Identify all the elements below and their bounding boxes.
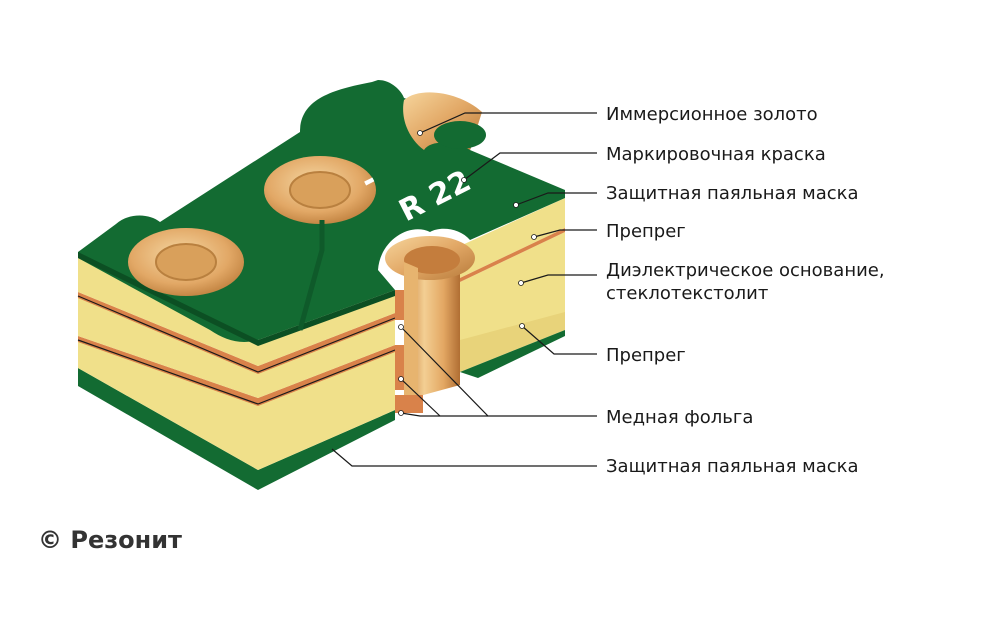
labels: Иммерсионное золото Маркировочная краска… [606, 104, 885, 477]
via-hole-opening [404, 246, 460, 274]
via-copper-strip-2 [395, 345, 405, 390]
label-prepreg-top: Препрег [606, 221, 686, 242]
leader-prepreg-top [533, 229, 597, 238]
left-pad [128, 228, 244, 296]
top-mask-edge [78, 252, 395, 346]
copyright-text: © Резонит [38, 526, 182, 554]
label-dielectric-line1: Диэлектрическое основание, [606, 260, 885, 281]
center-pad [264, 156, 376, 224]
bottom-solder-mask-side [78, 368, 395, 490]
left-side-layers [77, 258, 396, 490]
middle-copper-side [78, 292, 395, 374]
right-copper-line [460, 228, 565, 282]
leader-dot-dielectric [518, 280, 524, 286]
copper-trace [297, 220, 325, 331]
leader-marking-ink [463, 152, 597, 181]
leader-dot-solder-mask-top [513, 202, 519, 208]
via-barrel [405, 248, 460, 400]
right-bottom-mask [460, 330, 565, 378]
right-side-layers [460, 198, 565, 378]
via-copper-strip-1 [395, 290, 405, 320]
label-prepreg-bottom: Препрег [606, 345, 686, 366]
label-immersion-gold: Иммерсионное золото [606, 104, 818, 125]
leader-dot-prepreg-bottom [519, 323, 525, 329]
lower-copper-side [78, 336, 395, 406]
label-marking-ink: Маркировочная краска [606, 144, 826, 165]
leader-dot-copper-foil-3 [398, 410, 404, 416]
label-copper-foil: Медная фольга [606, 407, 753, 428]
via-bottom-pad [395, 395, 423, 413]
right-upper-laminate [460, 198, 565, 278]
left-pad-inner [155, 243, 217, 281]
leader-dot-copper-foil-1 [398, 324, 404, 330]
lower-laminate-side [78, 340, 395, 470]
leader-copper-foil-3 [400, 412, 488, 417]
leader-dot-prepreg-top [531, 234, 537, 240]
leader-dot-copper-foil-2 [398, 376, 404, 382]
core-laminate-side [78, 296, 395, 398]
leader-lines [331, 112, 597, 467]
half-pad-hole [434, 121, 486, 149]
leader-dot-marking-ink [461, 177, 467, 183]
leader-solder-mask-bottom [331, 448, 597, 467]
leader-dielectric [520, 274, 597, 284]
label-dielectric-line2: стеклотекстолит [606, 283, 768, 304]
leader-prepreg-bottom [521, 325, 597, 355]
top-gold-half-pad [403, 92, 486, 150]
center-pad-inner [289, 171, 351, 209]
leader-solder-mask-top [515, 192, 597, 206]
leader-dot-immersion-gold [417, 130, 423, 136]
pcb-board: - R 22 [77, 80, 565, 490]
leader-copper-foil-2 [400, 378, 441, 417]
label-solder-mask-top: Защитная паяльная маска [606, 183, 859, 204]
right-core-laminate [460, 232, 565, 366]
upper-laminate-side [78, 258, 395, 366]
right-lower-laminate [460, 312, 565, 372]
label-solder-mask-bottom: Защитная паяльная маска [606, 456, 859, 477]
leader-immersion-gold [419, 112, 597, 134]
